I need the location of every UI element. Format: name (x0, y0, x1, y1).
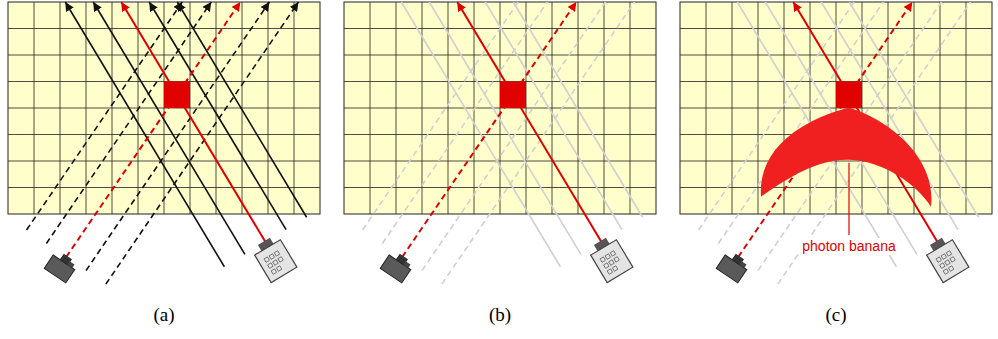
projector-icon (251, 234, 297, 283)
grid-line (344, 134, 656, 135)
camera-ray (86, 2, 269, 271)
camera-ray (27, 2, 183, 230)
voxel (164, 82, 190, 109)
grid-line (680, 55, 992, 56)
camera-ray (758, 2, 941, 271)
camera-icon (716, 249, 750, 283)
grid-panel (680, 2, 992, 284)
grid-line (8, 134, 320, 135)
projector-icon (923, 234, 969, 283)
camera-ray (422, 2, 605, 271)
camera-icon (380, 249, 414, 283)
camera-icon (44, 249, 78, 283)
leader-line (848, 163, 849, 235)
camera-ray (363, 2, 519, 230)
projector-ray (485, 2, 622, 230)
panel-label: (c) (825, 304, 846, 327)
projector-ray (513, 2, 642, 217)
camera-ray (46, 2, 211, 243)
projector-ray (93, 2, 245, 254)
camera-ray (402, 2, 576, 257)
volume-grid (344, 2, 656, 214)
panel-label: (a) (153, 304, 174, 327)
volume-grid (8, 2, 320, 214)
camera-ray (66, 2, 240, 257)
camera-ray (382, 2, 547, 243)
projector-ray (177, 2, 306, 217)
grid-line (8, 55, 320, 56)
voxel (836, 82, 862, 109)
photon-banana (761, 108, 932, 207)
projector-ray (121, 2, 265, 242)
grid-panel (344, 2, 656, 284)
grid-panel (8, 2, 320, 284)
grid-line (344, 55, 656, 56)
projector-icon (587, 234, 633, 283)
projector-ray (149, 2, 286, 230)
callout-label: photon banana (800, 238, 897, 255)
voxel (500, 82, 526, 109)
projector-ray (429, 2, 581, 254)
volume-grid (680, 2, 992, 214)
panel-label: (b) (489, 304, 511, 327)
projector-ray (457, 2, 601, 242)
